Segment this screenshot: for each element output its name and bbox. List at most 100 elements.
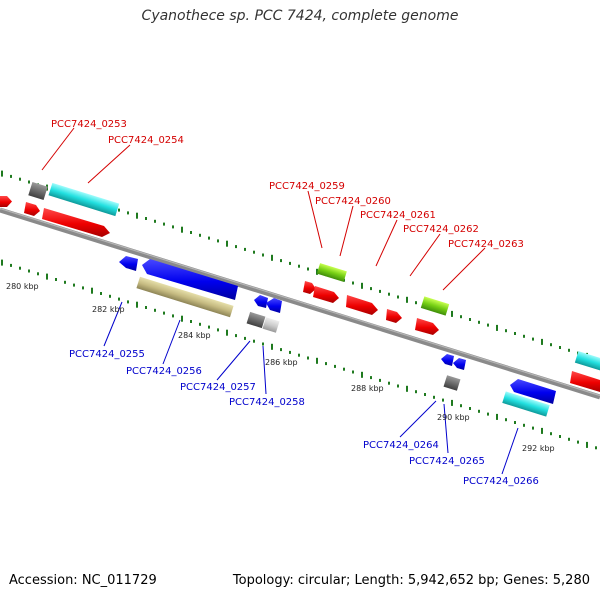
map-title: Cyanothece sp. PCC 7424, complete genome	[141, 8, 459, 24]
minor-tick	[37, 272, 39, 276]
minor-tick	[550, 432, 552, 436]
minor-tick	[172, 225, 174, 229]
minor-tick	[505, 329, 507, 333]
minor-tick	[505, 418, 507, 422]
minor-tick	[568, 437, 570, 441]
minor-tick	[469, 318, 471, 321]
major-tick	[136, 212, 138, 219]
minor-tick	[397, 384, 399, 388]
gene-arrow	[142, 259, 238, 300]
minor-tick	[235, 245, 237, 249]
gene-label: PCC7424_0258	[229, 397, 305, 408]
minor-tick	[289, 350, 291, 354]
major-tick	[91, 287, 93, 294]
minor-tick	[415, 301, 417, 305]
major-tick	[1, 259, 3, 266]
minor-tick	[523, 334, 525, 338]
gene-arrow	[42, 208, 110, 237]
gene-label: PCC7424_0264	[363, 440, 439, 451]
minor-tick	[127, 211, 129, 215]
minor-tick	[532, 337, 534, 341]
minor-tick	[370, 376, 372, 380]
minor-tick	[550, 343, 552, 347]
gene-arrow	[415, 318, 439, 335]
major-tick	[316, 268, 318, 275]
gene-label: PCC7424_0259	[269, 181, 345, 192]
gene-label: PCC7424_0253	[51, 119, 127, 130]
gene-features-top	[0, 181, 600, 392]
major-tick	[541, 427, 543, 434]
minor-tick	[397, 295, 399, 299]
minor-tick	[325, 362, 327, 366]
gene-arrow	[570, 371, 600, 392]
minor-tick	[217, 239, 219, 243]
minor-tick	[352, 281, 354, 285]
minor-tick	[478, 320, 480, 324]
gene-arrow	[266, 298, 282, 313]
minor-tick	[172, 314, 174, 318]
gene-label: PCC7424_0265	[409, 456, 485, 467]
kbp-label: 288 kbp	[351, 384, 384, 393]
major-tick	[586, 441, 588, 448]
minor-tick	[379, 289, 381, 293]
gene-arrow	[443, 375, 461, 391]
minor-tick	[127, 300, 129, 304]
gene-arrow	[420, 296, 450, 316]
minor-tick	[559, 435, 561, 438]
gene-arrow	[386, 309, 402, 323]
minor-tick	[352, 370, 354, 374]
minor-tick	[64, 280, 66, 284]
gene-arrow	[441, 354, 454, 366]
major-tick	[226, 240, 228, 247]
kbp-label: 284 kbp	[178, 331, 211, 340]
minor-tick	[262, 342, 264, 346]
gene-label: PCC7424_0257	[180, 382, 256, 393]
minor-tick	[163, 311, 165, 315]
kbp-scale-labels: 280 kbp 282 kbp 284 kbp 286 kbp 288 kbp …	[6, 282, 555, 453]
minor-tick	[55, 278, 57, 281]
minor-tick	[190, 231, 192, 234]
gene-arrow	[346, 295, 378, 315]
minor-tick	[100, 292, 102, 295]
minor-tick	[154, 308, 156, 312]
minor-tick	[289, 261, 291, 265]
kbp-label: 292 kbp	[522, 444, 555, 453]
minor-tick	[298, 264, 300, 268]
minor-tick	[217, 328, 219, 332]
major-tick	[1, 170, 3, 177]
gene-arrow	[262, 317, 280, 333]
minor-tick	[244, 336, 246, 340]
minor-tick	[577, 440, 579, 444]
major-tick	[361, 282, 363, 289]
gene-arrow	[502, 391, 550, 417]
minor-tick	[244, 247, 246, 251]
minor-tick	[10, 263, 12, 267]
minor-tick	[388, 381, 390, 385]
callout-lines-top	[41, 127, 486, 291]
major-tick	[496, 324, 498, 331]
minor-tick	[118, 297, 120, 301]
minor-tick	[388, 292, 390, 296]
minor-tick	[298, 353, 300, 357]
minor-tick	[307, 356, 309, 360]
minor-tick	[262, 253, 264, 257]
minor-tick	[370, 287, 372, 291]
minor-tick	[28, 180, 30, 184]
genome-stats-text: Topology: circular; Length: 5,942,652 bp…	[232, 573, 590, 588]
minor-tick	[514, 332, 516, 335]
minor-tick	[28, 269, 30, 273]
minor-tick	[487, 323, 489, 327]
minor-tick	[19, 266, 21, 270]
gene-arrow	[119, 256, 138, 271]
gene-label: PCC7424_0254	[108, 135, 184, 146]
gene-arrow	[246, 311, 266, 329]
gene-label: PCC7424_0255	[69, 349, 145, 360]
major-tick	[361, 371, 363, 378]
minor-tick	[523, 423, 525, 427]
minor-tick	[568, 348, 570, 352]
major-tick	[226, 329, 228, 336]
minor-tick	[469, 407, 471, 410]
minor-tick	[19, 177, 21, 181]
gene-arrow	[453, 358, 466, 370]
